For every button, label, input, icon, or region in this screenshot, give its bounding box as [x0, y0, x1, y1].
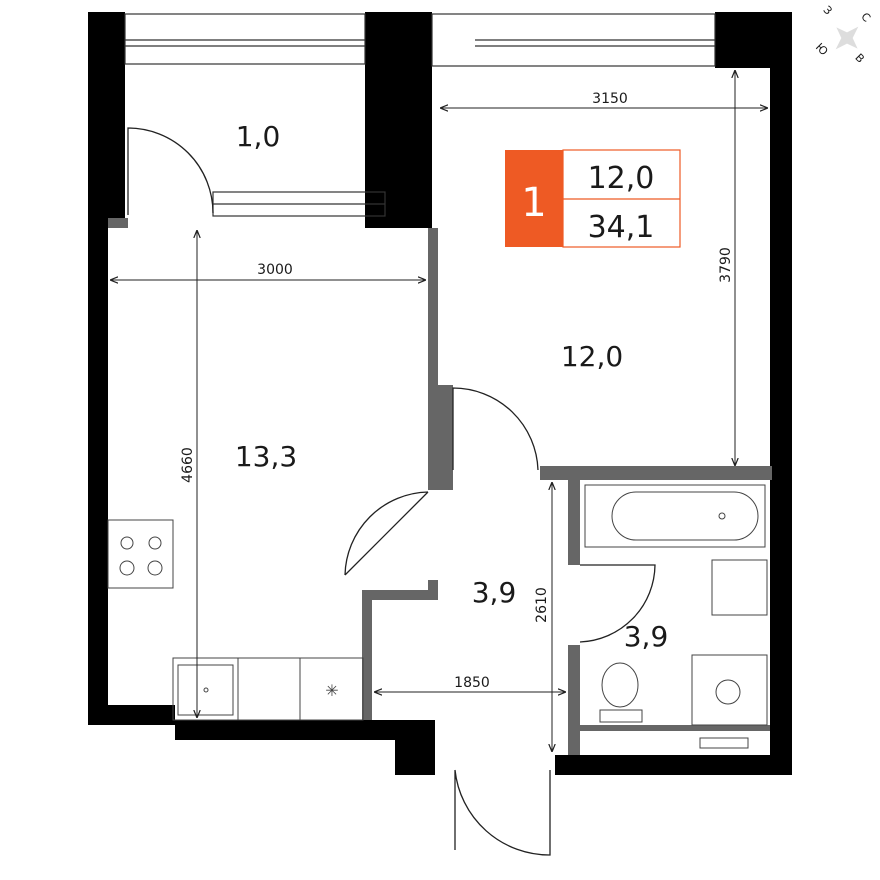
room-labels: 1,0 12,0 13,3 3,9 3,9	[235, 120, 668, 653]
dim-kitchen-width: 3000	[257, 262, 293, 278]
compass-star-icon	[835, 26, 859, 50]
room-count: 1	[521, 180, 546, 226]
dim-hall-depth: 2610	[534, 587, 550, 623]
dim-room-width: 3150	[592, 91, 628, 107]
sink-icon	[177, 664, 234, 716]
interior-walls	[108, 218, 772, 755]
dim-kitchen-depth: 4660	[180, 447, 196, 483]
area-loggia: 1,0	[236, 120, 281, 153]
svg-text:С: С	[858, 10, 873, 25]
area-living-room: 12,0	[561, 340, 623, 373]
svg-text:В: В	[852, 51, 867, 66]
fridge-icon: ✳	[325, 683, 338, 700]
compass: З С Ю В	[813, 3, 873, 65]
windows	[124, 13, 716, 217]
bathroom-fixtures	[584, 484, 768, 749]
svg-text:Ю: Ю	[813, 41, 831, 59]
dim-room-depth: 3790	[718, 247, 734, 283]
dim-hall-width: 1850	[454, 675, 490, 691]
kitchen-fixtures: ✳	[107, 519, 364, 721]
dimension-labels: 3150 3000 3790 4660 2610 1850	[180, 91, 734, 691]
washbasin-icon	[711, 559, 768, 616]
living-area: 12,0	[588, 161, 655, 196]
washing-machine-icon	[691, 654, 768, 726]
total-area: 34,1	[588, 210, 655, 245]
area-kitchen: 13,3	[235, 440, 297, 473]
area-hall: 3,9	[472, 576, 517, 609]
stove-icon	[107, 519, 174, 589]
svg-text:З: З	[821, 3, 835, 17]
dimension-lines	[110, 70, 768, 752]
bathtub-icon	[611, 491, 759, 541]
toilet-icon	[601, 662, 639, 708]
summary-badge: 1 12,0 34,1	[505, 149, 681, 248]
doors	[127, 127, 656, 856]
area-bathroom: 3,9	[624, 620, 669, 653]
